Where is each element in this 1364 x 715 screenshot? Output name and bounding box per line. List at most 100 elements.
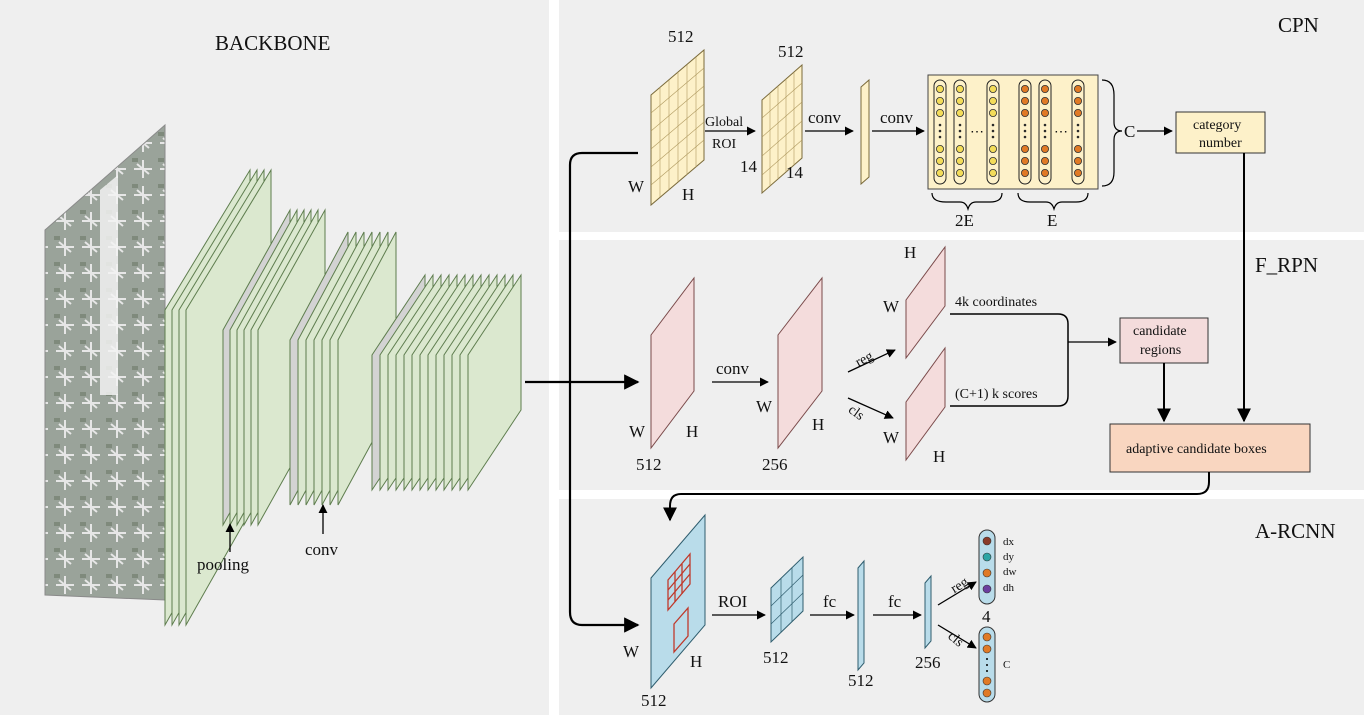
cpn-input-channels: 512 (668, 27, 694, 46)
cpn-e-label: E (1047, 211, 1057, 230)
cpn-node (936, 97, 943, 104)
frpn-title: F_RPN (1255, 253, 1318, 277)
cpn-node (1021, 85, 1028, 92)
cpn-node (956, 157, 963, 164)
cpn-node (956, 109, 963, 116)
frpn-reg-h: H (904, 243, 916, 262)
cpn-node-ellipsis-dot (992, 136, 994, 138)
backbone-title: BACKBONE (215, 31, 331, 55)
cpn-c-label: C (1124, 122, 1135, 141)
arcnn-cls-dim: C (1003, 659, 1010, 671)
cpn-node (936, 109, 943, 116)
cpn-node-ellipsis-dot (959, 130, 961, 132)
cpn-node (936, 145, 943, 152)
candidate-regions-line1: candidate (1133, 324, 1187, 339)
cpn-node (1074, 97, 1081, 104)
cpn-node (1074, 85, 1081, 92)
arcnn-reg-dim: 4 (982, 607, 991, 626)
svg-text:⋯: ⋯ (970, 125, 984, 140)
reg-output-dx: dx (1003, 536, 1015, 548)
cpn-node (1021, 97, 1028, 104)
frpn-input-w: W (629, 422, 646, 441)
cpn-node (956, 169, 963, 176)
cpn-roi-label-line1: Global (705, 115, 743, 130)
frpn-cls-h: H (933, 447, 945, 466)
arcnn-input-h: H (690, 652, 702, 671)
frpn-scores-label: (C+1) k scores (955, 387, 1038, 402)
cpn-node-ellipsis-dot (939, 124, 941, 126)
cpn-conv1-label: conv (808, 108, 842, 127)
category-number-line2: number (1199, 136, 1242, 151)
cpn-node-ellipsis-dot (939, 136, 941, 138)
cpn-node (936, 85, 943, 92)
cpn-node (1021, 145, 1028, 152)
cpn-node (1074, 169, 1081, 176)
cpn-node (1041, 97, 1048, 104)
reg-output-dw: dw (1003, 566, 1017, 578)
cpn-node (989, 85, 996, 92)
cpn-pooled-channels: 512 (778, 42, 804, 61)
cpn-roi-label-line2: ROI (712, 137, 736, 152)
frpn-input-channels: 512 (636, 455, 662, 474)
cpn-node (1021, 157, 1028, 164)
cpn-node (989, 157, 996, 164)
arcnn-fc2-dim: 256 (915, 653, 941, 672)
cpn-pooled-w: 14 (740, 157, 758, 176)
svg-text:⋯: ⋯ (1054, 125, 1068, 140)
cpn-node (1041, 109, 1048, 116)
cpn-node (989, 169, 996, 176)
cpn-node-ellipsis-dot (959, 124, 961, 126)
cpn-node-ellipsis-dot (1044, 130, 1046, 132)
arcnn-fc2-label: fc (888, 592, 902, 611)
arcnn-cls-output (979, 627, 995, 702)
cpn-node (989, 97, 996, 104)
cpn-node-ellipsis-dot (1077, 124, 1079, 126)
reg-output-dh: dh (1003, 582, 1015, 594)
cpn-node (1041, 157, 1048, 164)
cpn-node-ellipsis-dot (959, 136, 961, 138)
cpn-pooled-h: 14 (786, 163, 804, 182)
cpn-node (1074, 145, 1081, 152)
cpn-2e-label: 2E (955, 211, 974, 230)
arcnn-fc2-vector (925, 576, 931, 648)
cpn-node-ellipsis-dot (1077, 136, 1079, 138)
cpn-node-ellipsis-dot (992, 124, 994, 126)
cpn-node (989, 145, 996, 152)
arcnn-reg-output (979, 530, 995, 604)
cpn-node-ellipsis-dot (1044, 136, 1046, 138)
cpn-node (1021, 169, 1028, 176)
frpn-mid-channels: 256 (762, 455, 788, 474)
arcnn-fc1-vector (858, 561, 864, 670)
frpn-mid-h: H (812, 415, 824, 434)
frpn-input-h: H (686, 422, 698, 441)
pooling-label: pooling (197, 555, 249, 574)
cpn-node (1041, 145, 1048, 152)
category-number-line1: category (1193, 118, 1241, 133)
frpn-conv-label: conv (716, 359, 750, 378)
cpn-input-h: H (682, 185, 694, 204)
cpn-node-ellipsis-dot (1024, 136, 1026, 138)
cpn-node (936, 169, 943, 176)
arcnn-input-channels: 512 (641, 691, 667, 710)
cpn-node (1041, 169, 1048, 176)
cpn-node-ellipsis-dot (1044, 124, 1046, 126)
cpn-node-ellipsis-dot (992, 130, 994, 132)
cpn-node (1021, 109, 1028, 116)
arcnn-fc1-dim: 512 (848, 671, 874, 690)
arcnn-title: A-RCNN (1255, 519, 1336, 543)
cpn-node (1074, 109, 1081, 116)
cpn-category-nodes: ⋯ ⋯ (928, 75, 1098, 189)
cpn-node (956, 145, 963, 152)
arcnn-roi-label: ROI (718, 592, 748, 611)
cpn-conv-vector (861, 80, 869, 184)
frpn-mid-w: W (756, 397, 773, 416)
cpn-node (956, 85, 963, 92)
candidate-regions-line2: regions (1140, 343, 1181, 358)
cpn-node-ellipsis-dot (1024, 124, 1026, 126)
cpn-node (989, 109, 996, 116)
cpn-node (956, 97, 963, 104)
cpn-node-ellipsis-dot (1077, 130, 1079, 132)
cpn-title: CPN (1278, 13, 1319, 37)
arcnn-fc1-label: fc (823, 592, 837, 611)
